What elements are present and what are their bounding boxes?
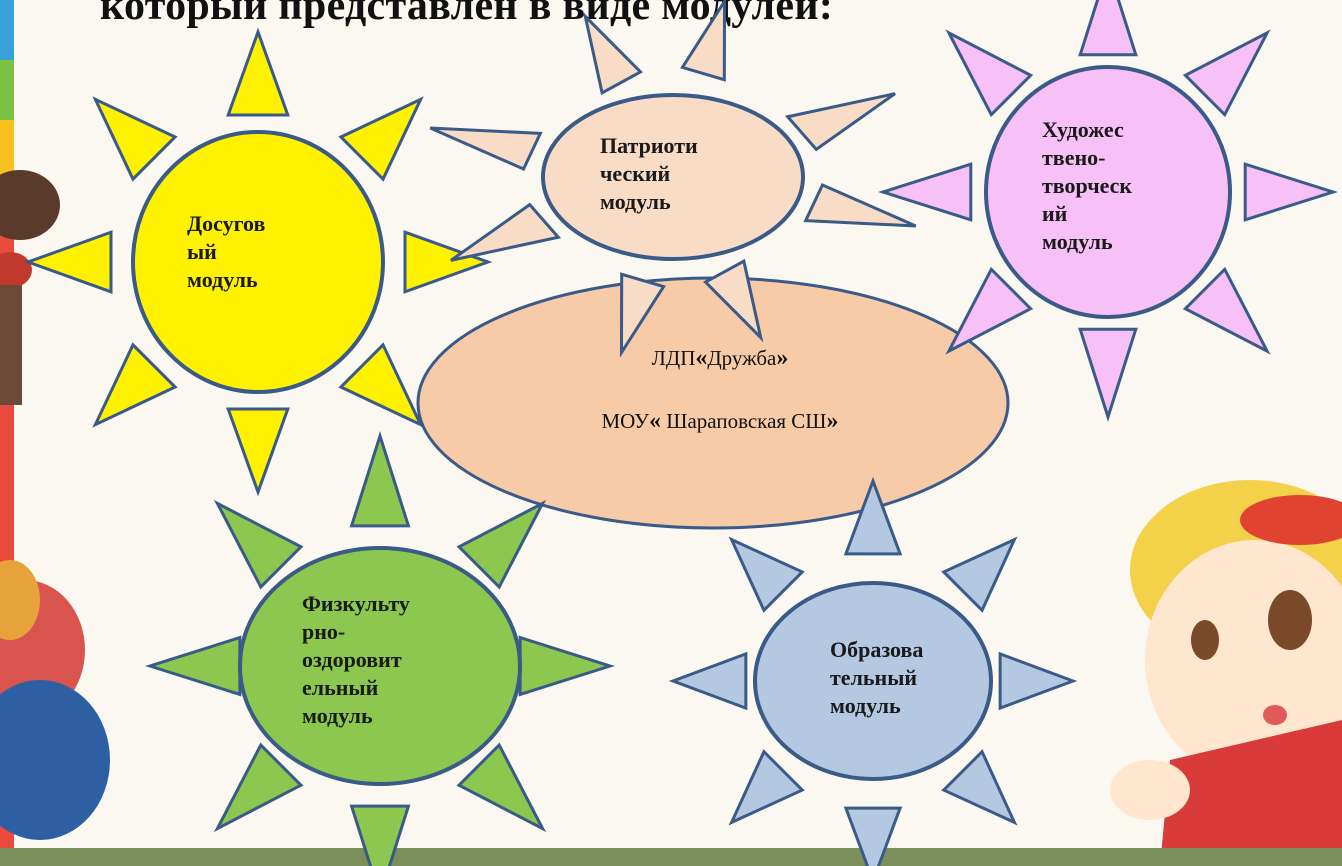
left-character-illustration — [0, 170, 110, 840]
module-label-patriotic: Патриоти ческий модуль — [600, 133, 698, 214]
sun-ray — [456, 499, 547, 590]
sun-ray — [213, 499, 304, 590]
right-character-illustration — [1110, 480, 1342, 866]
sun-sport — [145, 431, 615, 866]
sun-ray — [338, 96, 424, 182]
sun-ray — [668, 651, 748, 711]
sun-ray — [450, 202, 562, 262]
sun-ray — [1078, 327, 1138, 422]
bottom-border — [0, 848, 1342, 866]
module-label-art: Художес твено- творческ ий модуль — [1042, 117, 1133, 254]
sun-art — [878, 0, 1338, 422]
module-circle — [984, 65, 1232, 319]
sun-ray — [1182, 29, 1271, 118]
sun-ray — [1243, 162, 1338, 222]
sun-ray — [518, 635, 615, 697]
sun-ray — [338, 342, 424, 428]
sun-ray — [619, 272, 666, 358]
center-line-2: МОУ« Шараповская СШ» — [601, 408, 839, 434]
module-label-sport: Физкульту рно- оздоровит ельный модуль — [302, 591, 410, 728]
sun-patriotic — [429, 0, 917, 358]
sun-ray — [843, 806, 903, 866]
sun-ray — [941, 536, 1018, 613]
sun-ray — [582, 11, 643, 96]
sun-ray — [803, 183, 917, 228]
sun-ray — [349, 431, 411, 528]
sun-ray — [941, 749, 1018, 826]
sun-ray — [703, 258, 764, 343]
sun-ray — [226, 407, 290, 497]
center-line-1: ЛДП«Дружба» — [651, 345, 789, 371]
sun-education — [668, 476, 1078, 866]
sun-ray — [456, 742, 547, 833]
sun-ray — [728, 749, 805, 826]
sun-ray — [213, 742, 304, 833]
sun-ray — [403, 230, 493, 294]
sun-ray — [945, 29, 1034, 118]
sun-ray — [349, 804, 411, 866]
sun-ray — [226, 27, 290, 117]
sun-ray — [145, 635, 242, 697]
module-label-leisure: Досугов ый модуль — [187, 211, 266, 292]
center-ellipse — [416, 276, 1010, 530]
sun-ray — [843, 476, 903, 556]
sun-ray — [92, 96, 178, 182]
module-circle — [131, 130, 385, 394]
sun-ray — [945, 266, 1034, 355]
sun-ray — [1182, 266, 1271, 355]
module-circle — [238, 546, 522, 786]
sun-ray — [92, 342, 178, 428]
sun-ray — [429, 126, 543, 171]
sun-ray — [23, 230, 113, 294]
sun-ray — [728, 536, 805, 613]
module-circle — [753, 581, 993, 781]
sun-ray — [998, 651, 1078, 711]
sun-ray — [1078, 0, 1138, 57]
module-label-education: Образова тельный модуль — [830, 637, 924, 718]
module-circle — [541, 93, 805, 261]
sun-ray — [680, 0, 727, 82]
sun-leisure — [23, 27, 493, 497]
sun-ray — [784, 92, 896, 152]
sun-ray — [878, 162, 973, 222]
